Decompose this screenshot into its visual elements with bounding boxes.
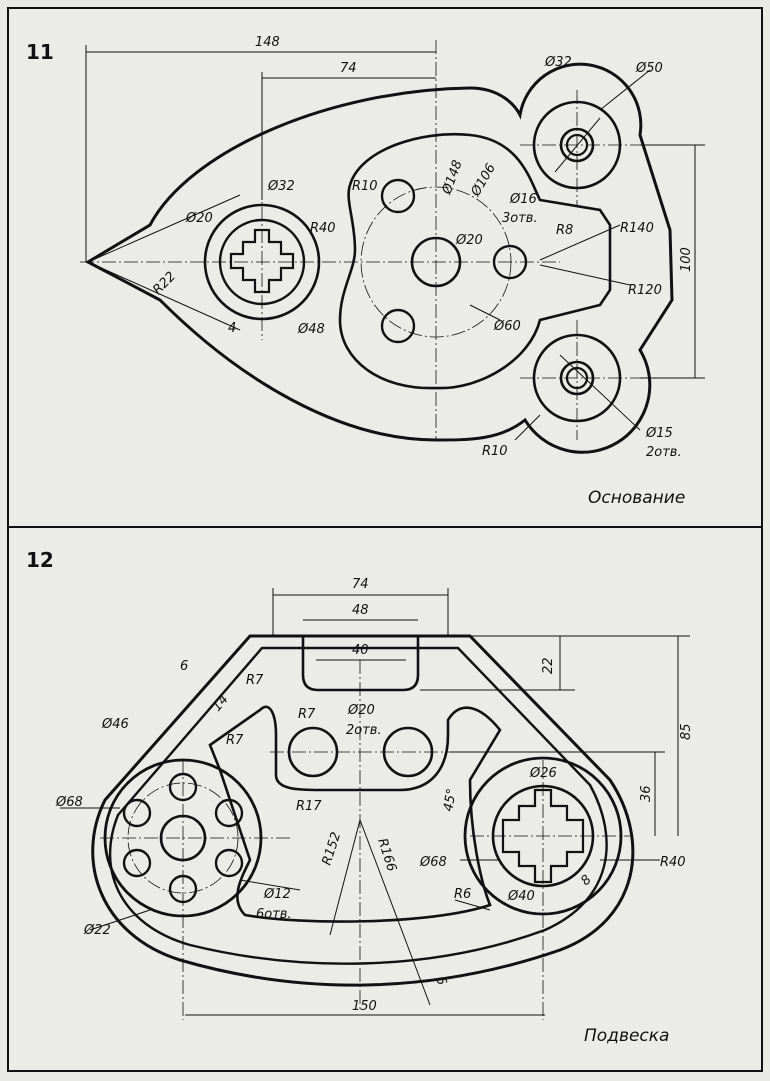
dim-r6: R6 [454, 887, 471, 902]
top-lug-bore [565, 133, 589, 157]
dim-d26: Ø26 [529, 766, 557, 781]
top-hole-a [287, 726, 339, 778]
dim-d20a: Ø20 [185, 211, 213, 226]
dim-r120: R120 [628, 283, 662, 298]
dim-labels-12: 74 48 40 22 85 6 R7 14 R7 Ø46 R7 Ø20 2от… [55, 577, 694, 1014]
dim-d32a: Ø32 [544, 55, 572, 70]
bolt-hole-5 [122, 848, 152, 878]
dim-r140: R140 [620, 221, 654, 236]
drawing-11 [80, 40, 705, 454]
dim-r7a: R7 [246, 673, 264, 688]
bolt-hole-4 [168, 874, 198, 904]
top-hole-b [382, 726, 434, 778]
dim-150: 150 [352, 999, 377, 1014]
dim-d48: Ø48 [297, 322, 325, 337]
bolt-hole-2 [214, 798, 244, 828]
inner-cutout-12 [208, 705, 502, 923]
top-lug-outer [532, 100, 622, 190]
dimensions-11 [85, 45, 705, 441]
dim-74w: 74 [340, 61, 357, 76]
dim-40: 40 [352, 643, 369, 658]
dim-r7c: R7 [226, 733, 244, 748]
left-hub-12 [103, 758, 263, 918]
bottom-lug-bore [565, 366, 589, 390]
bolt-hole-3 [214, 848, 244, 878]
left-hub-hole-12 [159, 814, 207, 862]
dim-6a: 6 [180, 659, 188, 674]
spline-hole-11 [229, 228, 295, 294]
dim-6otv: 6отв. [256, 907, 292, 922]
bottom-lug-hole [559, 360, 595, 396]
dim-2otv12: 2отв. [346, 723, 382, 738]
dim-4: 4 [228, 321, 236, 336]
dim-36: 36 [639, 785, 654, 802]
left-hub-outer [203, 203, 321, 321]
dim-r8: R8 [556, 223, 573, 238]
dim-r7b: R7 [298, 707, 316, 722]
dim-r40-12: R40 [660, 855, 686, 870]
dim-d68a: Ø68 [55, 795, 83, 810]
dim-d50: Ø50 [635, 61, 663, 76]
dim-d15: Ø15 [645, 426, 673, 441]
dim-d12: Ø12 [263, 887, 291, 902]
drawing-12 [60, 588, 690, 1020]
panel-number-11: 11 [26, 40, 54, 64]
small-hole-a [380, 178, 416, 214]
bolt-hole-1 [168, 772, 198, 802]
dim-45deg: 45° [441, 787, 460, 812]
dim-48: 48 [352, 603, 369, 618]
dim-d60: Ø60 [493, 319, 521, 334]
dim-d46: Ø46 [101, 717, 129, 732]
dim-2otv: 2отв. [646, 445, 682, 460]
dim-74: 74 [352, 577, 369, 592]
dim-85: 85 [679, 723, 694, 740]
outer-contour-11 [84, 62, 674, 454]
dim-d20b: Ø20 [455, 233, 483, 248]
dim-d22: Ø22 [83, 923, 111, 938]
dim-d40b: Ø40 [507, 889, 535, 904]
caption-12: Подвеска [584, 1026, 670, 1046]
outer-contour-12 [91, 634, 635, 987]
spline-hole-12 [501, 788, 585, 884]
right-hub-inner-12 [491, 784, 595, 888]
dim-22v: 22 [541, 657, 556, 674]
dim-d32b: Ø32 [267, 179, 295, 194]
top-lug-hole [559, 127, 595, 163]
dim-100: 100 [679, 247, 694, 272]
offset-contour-12 [108, 646, 608, 965]
inner-contour-11 [338, 132, 612, 390]
small-hole-b [492, 244, 528, 280]
caption-11: Основание [588, 488, 686, 508]
dim-d68b: Ø68 [419, 855, 447, 870]
bolt-hole-6 [122, 798, 152, 828]
right-hub-12 [463, 756, 623, 916]
dim-r10a: R10 [352, 179, 378, 194]
bottom-lug-outer [532, 333, 622, 423]
small-hole-c [380, 308, 416, 344]
dimensions-12 [60, 588, 690, 1016]
dim-d16: Ø16 [509, 192, 537, 207]
dim-148w: 148 [255, 35, 280, 50]
left-hub-inner [218, 218, 306, 306]
dim-r17: R17 [296, 799, 322, 814]
top-slot-12 [301, 636, 420, 692]
dim-labels-11: 148 74 Ø32 Ø50 Ø32 Ø20 R10 Ø148 Ø106 Ø16… [150, 35, 694, 460]
center-hole-11 [410, 236, 462, 288]
centerlines-12 [100, 660, 630, 1020]
dim-r40: R40 [310, 221, 336, 236]
dim-3otv: 3отв. [502, 211, 538, 226]
dim-r10b: R10 [482, 444, 508, 459]
panel-number-12: 12 [26, 548, 54, 572]
dim-d20: Ø20 [347, 703, 375, 718]
